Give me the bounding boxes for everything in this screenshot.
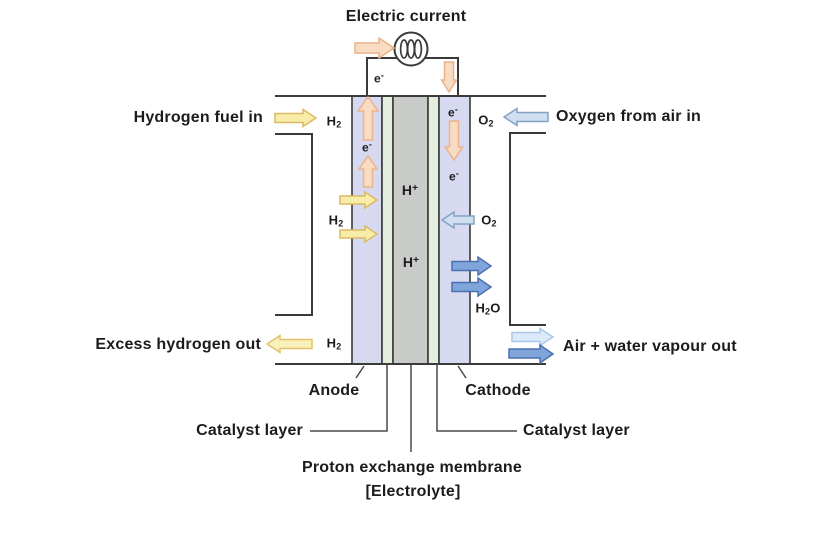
water-flow-arrows	[451, 255, 493, 298]
electrolyte-label: [Electrolyte]	[365, 483, 461, 500]
electric-load-coil	[393, 31, 429, 67]
hydrogen-inlet-arrow	[274, 108, 318, 128]
cathode-leader-tick	[457, 365, 467, 379]
catalyst-layer-right-label: Catalyst layer	[523, 422, 630, 439]
water-out-of-cathode-arrow-2	[451, 276, 493, 298]
o2-inlet-label: O2	[478, 112, 494, 129]
left-flow-channel-wall	[275, 133, 313, 316]
cathode-label: Cathode	[465, 382, 531, 399]
coil-windings-icon	[399, 39, 423, 59]
cathode-electron-down-arrow	[444, 120, 464, 162]
oxygen-inlet-arrow	[502, 107, 549, 127]
excess-hydrogen-out-arrow	[265, 334, 313, 354]
diagram-title: Electric current	[345, 8, 467, 25]
catalyst-layer-left	[381, 95, 394, 365]
cathode-electron-label-bottom: e-	[448, 168, 460, 184]
oxygen-from-air-in-label: Oxygen from air in	[556, 108, 701, 125]
h2-anode-label: H2	[328, 212, 344, 229]
membrane-label: Proton exchange membrane	[302, 459, 522, 476]
anode-electron-up-arrow-2	[357, 154, 379, 188]
leader-lines	[310, 364, 517, 452]
electron-to-coil-arrow	[354, 36, 396, 60]
anode-electron-up-arrow-1	[356, 95, 380, 141]
excess-hydrogen-out-label: Excess hydrogen out	[95, 336, 261, 353]
catalyst-left-leader	[310, 364, 388, 432]
air-out-arrow	[511, 327, 555, 347]
proton-label-top: H+	[401, 182, 419, 198]
catalyst-layer-right	[427, 95, 440, 365]
right-flow-channel-wall	[509, 132, 546, 326]
oxygen-flow-arrows	[440, 107, 549, 230]
hydrogen-fuel-in-label: Hydrogen fuel in	[133, 109, 263, 126]
air-water-vapour-out-label: Air + water vapour out	[563, 338, 737, 355]
water-vapour-out-arrow	[508, 343, 555, 365]
proton-exchange-membrane	[392, 95, 429, 365]
wire-electron-label: e-	[373, 70, 385, 86]
h2o-label: H2O	[475, 300, 501, 317]
coil-circle	[393, 31, 429, 67]
anode-electron-label: e-	[361, 139, 373, 155]
water-out-of-cathode-arrow-1	[451, 255, 493, 277]
catalyst-right-leader	[436, 364, 517, 432]
proton-label-bottom: H+	[402, 254, 420, 270]
catalyst-layer-left-label: Catalyst layer	[196, 422, 303, 439]
electron-flow-arrows	[354, 36, 464, 188]
anode-label: Anode	[308, 382, 360, 399]
oxygen-into-cathode-arrow	[440, 210, 475, 230]
hydrogen-out-arrows	[265, 334, 313, 354]
cathode-electron-label-top: e-	[447, 104, 459, 120]
exhaust-arrows	[508, 327, 555, 365]
cell-layers	[351, 95, 471, 365]
anode-leader-tick	[355, 365, 365, 379]
electron-down-wire-arrow	[440, 61, 458, 94]
h2-inlet-label: H2	[326, 113, 342, 130]
hydrogen-flow-arrows	[274, 108, 379, 244]
hydrogen-into-anode-arrow-2	[339, 224, 379, 244]
h2-outlet-label: H2	[326, 335, 342, 352]
hydrogen-into-anode-arrow-1	[339, 190, 379, 210]
o2-cathode-label: O2	[481, 212, 497, 229]
